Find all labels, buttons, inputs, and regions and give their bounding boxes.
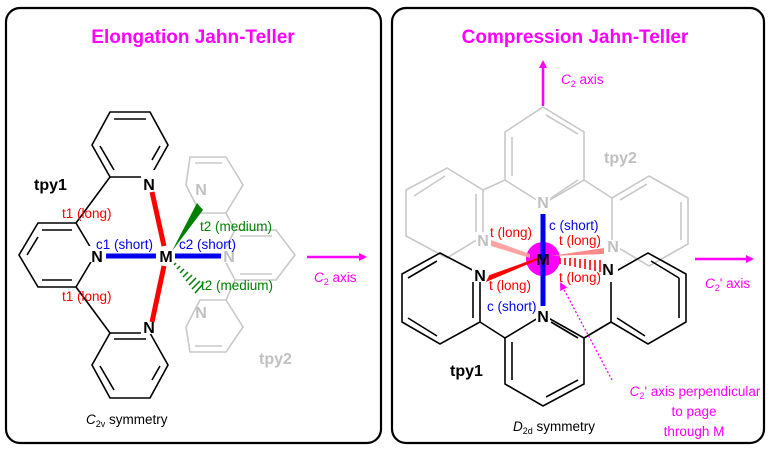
tpy1-n-left: N <box>474 268 486 285</box>
t-upper-left-label: t (long) <box>490 225 532 240</box>
tpy1-n-middle: N <box>91 249 103 266</box>
t-wedge-lower-left <box>485 257 541 282</box>
left-panel: Elongation Jahn-Teller <box>4 6 383 445</box>
tpy2-ligand <box>185 156 297 353</box>
c-top-label: c (short) <box>549 218 599 233</box>
tpy1-n-central: N <box>537 309 549 326</box>
perpendicular-axis-note-line2: to page <box>671 404 716 419</box>
right-panel: Compression Jahn-Teller C2 axis <box>390 6 766 445</box>
tpy1-n-right: N <box>602 262 614 279</box>
t1-top-label: t1 (long) <box>62 206 112 221</box>
tpy1-n-top: N <box>143 177 155 194</box>
c2-axis-label: C2 axis <box>314 270 357 287</box>
perpendicular-axis-note-line3: through M <box>664 424 725 439</box>
tpy2-n-left: N <box>477 233 489 250</box>
t-hashed-lower-right <box>559 258 601 272</box>
t2-hashed-bond <box>173 262 204 294</box>
right-panel-frame <box>390 6 766 445</box>
t-upper-right-label: t (long) <box>559 233 601 248</box>
left-panel-frame <box>4 6 383 445</box>
tpy1-label-right: tpy1 <box>450 363 483 380</box>
metal-atom-right: M <box>536 252 549 269</box>
right-symmetry-label: D2d symmetry <box>513 419 595 436</box>
tpy1-ligand-right <box>401 252 687 407</box>
t1-bottom-label: t1 (long) <box>62 289 112 304</box>
c-bottom-label: c (short) <box>487 299 537 314</box>
tpy2-n-right: N <box>607 239 619 256</box>
c1-label: c1 (short) <box>96 237 153 252</box>
t2-wedge-bond <box>172 203 203 251</box>
left-symmetry-label: C2v symmetry <box>86 412 168 429</box>
left-panel-title: Elongation Jahn-Teller <box>91 27 295 48</box>
t1-top-bond <box>149 191 167 247</box>
t-lower-right-label: t (long) <box>559 270 601 285</box>
right-panel-title: Compression Jahn-Teller <box>462 27 689 48</box>
vertical-c2-axis-label: C2 axis <box>561 72 604 89</box>
perpendicular-axis-note-line1: C2' axis perpendicular <box>630 384 761 401</box>
t-hashed-upper-left <box>491 240 530 258</box>
c2-label: c2 (short) <box>179 237 236 252</box>
tpy2-label: tpy2 <box>259 351 292 368</box>
tpy1-label: tpy1 <box>34 177 67 194</box>
tpy1-ligand <box>18 111 169 399</box>
tpy2-label-right: tpy2 <box>604 150 637 167</box>
tpy1-n-bottom: N <box>143 320 155 337</box>
horizontal-c2-prime-axis-label: C2' axis <box>705 276 750 293</box>
tpy2-ligand-right <box>405 106 689 267</box>
t-wedge-upper-right <box>550 248 604 256</box>
t2-bottom-label: t2 (medium) <box>201 278 273 293</box>
metal-atom: M <box>159 249 172 266</box>
tpy2-n-middle: N <box>223 249 235 266</box>
tpy2-n-top: N <box>195 182 207 199</box>
t-lower-left-label: t (long) <box>489 278 531 293</box>
t2-top-label: t2 (medium) <box>200 219 272 234</box>
tpy2-n-bottom: N <box>195 305 207 322</box>
t1-bottom-bond <box>149 265 167 323</box>
tpy2-n-central: N <box>537 195 549 212</box>
